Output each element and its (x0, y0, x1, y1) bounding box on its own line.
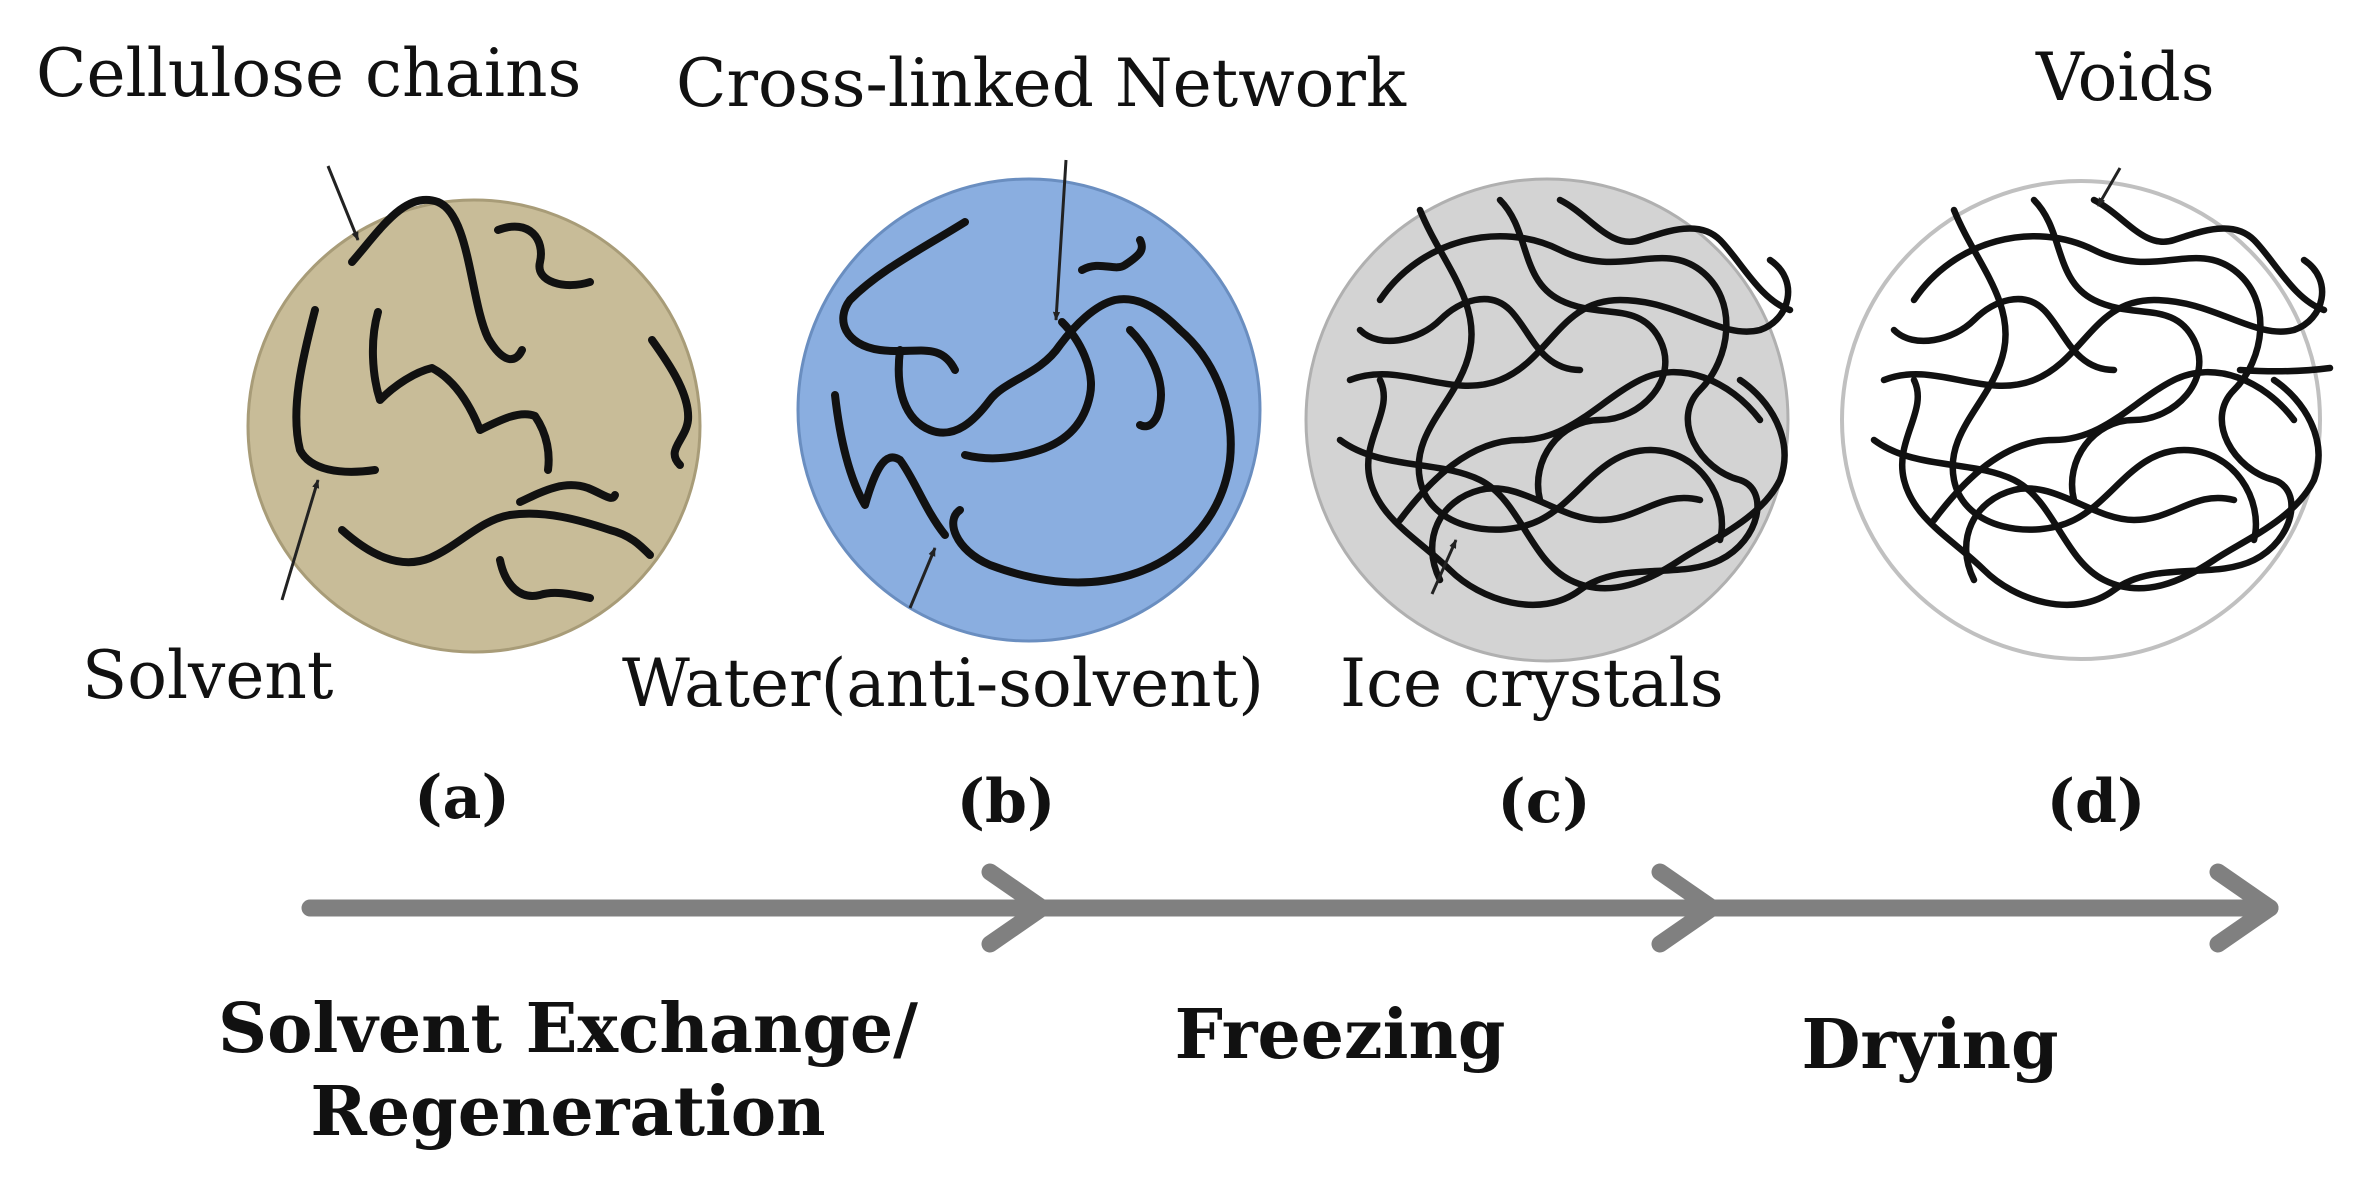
stage-a-cellulose-chains (292, 196, 693, 602)
stage-a: Cellulose chains Solvent (a) (36, 35, 702, 833)
stage-d-tag: (d) (2047, 767, 2146, 837)
voids-pointer (2096, 167, 2122, 207)
stage-c-tag: (c) (1497, 767, 1590, 837)
stage-b-crosslinked-network (831, 218, 1235, 587)
stage-d-porous-network (1870, 196, 2334, 608)
arrowhead-3 (2209, 863, 2279, 953)
stage-c-dense-network (1336, 196, 1794, 608)
step-freezing: Freezing (1175, 995, 1506, 1075)
ice-crystals-pointer (1430, 539, 1458, 595)
step-solvent-exchange-line2: Regeneration (310, 1072, 825, 1152)
stage-c: Ice crystals (c) (1304, 177, 1794, 837)
arrowhead-1 (981, 863, 1051, 953)
stage-a-tag: (a) (414, 763, 510, 833)
arrowhead-2 (1651, 863, 1721, 953)
stage-d-aerogel-circle (1840, 179, 2322, 661)
step-drying: Drying (1801, 1005, 2058, 1085)
process-arrow (301, 863, 2279, 953)
step-labels: Solvent Exchange/ Regeneration Freezing … (218, 989, 2059, 1152)
stage-a-pointers (280, 165, 360, 601)
stage-b-tag: (b) (957, 767, 1056, 837)
ice-crystals-label: Ice crystals (1340, 645, 1724, 722)
stage-a-solution-circle (246, 198, 702, 654)
stage-b-gel-circle (796, 177, 1262, 643)
stage-b: Cross-linked Network Water(anti-solvent)… (622, 45, 1407, 837)
crosslinked-network-label: Cross-linked Network (676, 45, 1407, 122)
voids-label: Voids (2035, 39, 2215, 116)
stage-b-pointers (908, 159, 1068, 609)
cellulose-chains-label: Cellulose chains (36, 35, 581, 112)
step-solvent-exchange-line1: Solvent Exchange/ (218, 989, 918, 1069)
stage-c-frozen-circle (1304, 177, 1790, 663)
water-anti-solvent-label: Water(anti-solvent) (622, 645, 1264, 722)
stage-d: Voids (d) (1840, 39, 2334, 837)
solvent-label: Solvent (82, 637, 333, 714)
